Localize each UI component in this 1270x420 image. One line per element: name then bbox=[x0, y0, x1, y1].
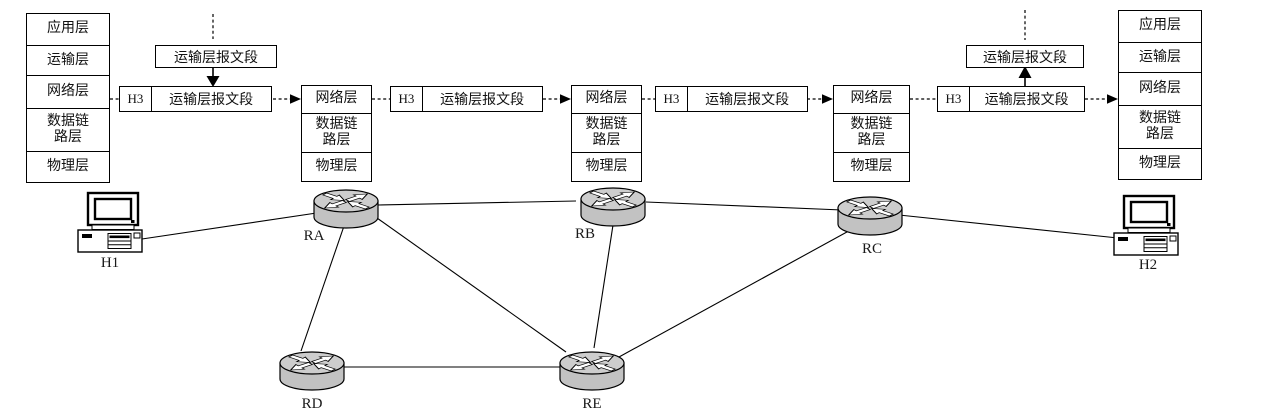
node-label-rb: RB bbox=[563, 226, 607, 243]
segment-box-left: 运输层报文段 bbox=[155, 45, 277, 68]
flow-arrowhead-into-rb bbox=[560, 94, 571, 104]
h3-header-cell: H3 bbox=[390, 86, 423, 112]
pc-h1-icon bbox=[78, 193, 142, 252]
router-stack-ra: 网络层 数据链路层 物理层 bbox=[301, 85, 372, 182]
link-ra-rb bbox=[378, 201, 576, 205]
router-rb-icon bbox=[581, 188, 645, 226]
payload-cell: 运输层报文段 bbox=[422, 86, 543, 112]
link-rb-re bbox=[594, 225, 613, 348]
layer-row-datalink: 数据链路层 bbox=[1118, 105, 1202, 150]
layer-row-physical: 物理层 bbox=[1118, 148, 1202, 180]
packet-rb-to-rc: H3 运输层报文段 bbox=[655, 86, 808, 112]
h3-header-cell: H3 bbox=[655, 86, 688, 112]
layer-row-physical: 物理层 bbox=[571, 152, 642, 182]
link-re-rc bbox=[619, 227, 856, 357]
payload-cell: 运输层报文段 bbox=[151, 86, 272, 112]
layer-row-datalink: 数据链路层 bbox=[301, 113, 372, 154]
node-label-h2: H2 bbox=[1126, 257, 1170, 274]
packet-h1-to-ra: H3 运输层报文段 bbox=[119, 86, 272, 112]
node-label-re: RE bbox=[570, 396, 614, 413]
layer-row-application: 应用层 bbox=[26, 13, 110, 46]
flow-arrowhead-into-rc bbox=[822, 94, 833, 104]
node-label-h1: H1 bbox=[88, 255, 132, 272]
layer-row-application: 应用层 bbox=[1118, 10, 1202, 43]
router-re-icon bbox=[560, 352, 624, 390]
h3-header-cell: H3 bbox=[937, 86, 970, 112]
host-stack-h1: 应用层 运输层 网络层 数据链路层 物理层 bbox=[26, 13, 110, 183]
flow-arrowhead-into-ra bbox=[290, 94, 301, 104]
segment-box-label: 运输层报文段 bbox=[174, 47, 258, 67]
router-stack-rb: 网络层 数据链路层 物理层 bbox=[571, 85, 642, 182]
pc-h2-icon bbox=[1114, 196, 1178, 255]
router-rd-icon bbox=[280, 352, 344, 390]
packet-ra-to-rb: H3 运输层报文段 bbox=[390, 86, 543, 112]
node-label-ra: RA bbox=[292, 228, 336, 245]
h3-header-cell: H3 bbox=[119, 86, 152, 112]
router-rc-icon bbox=[838, 197, 902, 235]
layer-row-network: 网络层 bbox=[571, 85, 642, 114]
layer-row-datalink: 数据链路层 bbox=[833, 113, 910, 154]
layer-row-datalink: 数据链路层 bbox=[571, 113, 642, 154]
layer-row-network: 网络层 bbox=[26, 75, 110, 109]
flow-arrowhead-into-h2 bbox=[1107, 94, 1118, 104]
segment-box-right: 运输层报文段 bbox=[966, 45, 1084, 68]
layer-row-datalink: 数据链路层 bbox=[26, 108, 110, 153]
segment-box-label: 运输层报文段 bbox=[983, 47, 1067, 67]
layer-row-physical: 物理层 bbox=[26, 151, 110, 183]
link-ra-re bbox=[377, 218, 566, 352]
layer-row-network: 网络层 bbox=[301, 85, 372, 114]
link-rc-h2 bbox=[899, 215, 1118, 238]
host-stack-h2: 应用层 运输层 网络层 数据链路层 物理层 bbox=[1118, 10, 1202, 180]
node-label-rd: RD bbox=[290, 396, 334, 413]
layer-row-network: 网络层 bbox=[1118, 72, 1202, 106]
router-stack-rc: 网络层 数据链路层 物理层 bbox=[833, 85, 910, 182]
packet-rc-to-h2: H3 运输层报文段 bbox=[937, 86, 1085, 112]
layer-row-physical: 物理层 bbox=[301, 152, 372, 182]
layer-row-transport: 运输层 bbox=[26, 45, 110, 77]
payload-cell: 运输层报文段 bbox=[969, 86, 1085, 112]
layer-row-network: 网络层 bbox=[833, 85, 910, 114]
payload-cell: 运输层报文段 bbox=[687, 86, 808, 112]
node-label-rc: RC bbox=[850, 241, 894, 258]
layer-row-transport: 运输层 bbox=[1118, 42, 1202, 74]
router-ra-icon bbox=[314, 190, 378, 228]
layer-row-physical: 物理层 bbox=[833, 152, 910, 182]
link-rb-rc bbox=[646, 202, 842, 210]
